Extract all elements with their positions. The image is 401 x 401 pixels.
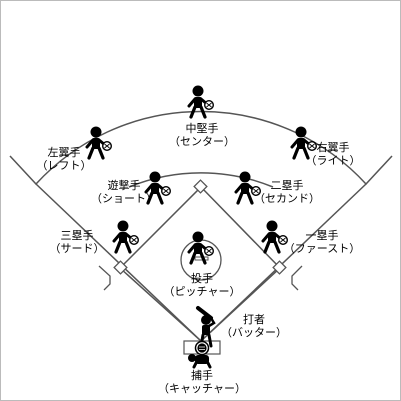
right-field-name: 右翼手 [316, 141, 350, 154]
first-base-name: 一塁手 [305, 229, 339, 242]
center-field-name: 中堅手 [185, 122, 219, 135]
catcher-reading: （キャッチャー） [158, 382, 246, 395]
pitcher-name: 投手 [190, 272, 213, 285]
third-baseman-icon [112, 218, 140, 254]
left-field-name: 左翼手 [47, 146, 81, 159]
label-third-base: 三塁手 （サード） [50, 229, 105, 255]
label-pitcher: 投手 （ピッチャー） [164, 272, 241, 298]
catcher-name: 捕手 [190, 369, 213, 382]
third-base-reading: （サード） [49, 242, 105, 255]
pitcher-reading: （ピッチャー） [163, 285, 241, 298]
third-base-coach-box [98, 265, 111, 291]
outfield-fence [9, 110, 393, 186]
left-field-reading: （レフト） [36, 159, 92, 172]
label-shortstop: 遊撃手 （ショート） [91, 179, 157, 205]
label-center-field: 中堅手 （センター） [169, 122, 235, 148]
second-base [193, 179, 208, 194]
label-batter: 打者 （バッター） [221, 313, 287, 339]
first-base-reading: （ファースト） [283, 242, 361, 255]
shortstop-name: 遊撃手 [107, 179, 141, 192]
third-base-name: 三塁手 [60, 229, 94, 242]
first-base-coach-box [291, 265, 303, 291]
third-base [113, 260, 128, 275]
center-field-reading: （センター） [169, 135, 235, 148]
label-second-base: 二塁手 （セカンド） [254, 179, 320, 205]
shortstop-reading: （ショート） [91, 192, 157, 205]
second-base-name: 二塁手 [270, 179, 304, 192]
batter-reading: （バッター） [221, 326, 287, 339]
label-catcher: 捕手 （キャッチャー） [158, 369, 246, 395]
label-first-base: 一塁手 （ファースト） [284, 229, 360, 255]
catcher-icon [188, 340, 212, 369]
second-base-reading: （セカンド） [254, 192, 320, 205]
right-field-reading: （ライト） [305, 154, 361, 167]
first-base [272, 260, 287, 275]
batter-name: 打者 [243, 313, 265, 326]
infield-grass-arc [128, 172, 274, 188]
label-right-field: 右翼手 （ライト） [306, 141, 361, 167]
label-left-field: 左翼手 （レフト） [37, 146, 92, 172]
